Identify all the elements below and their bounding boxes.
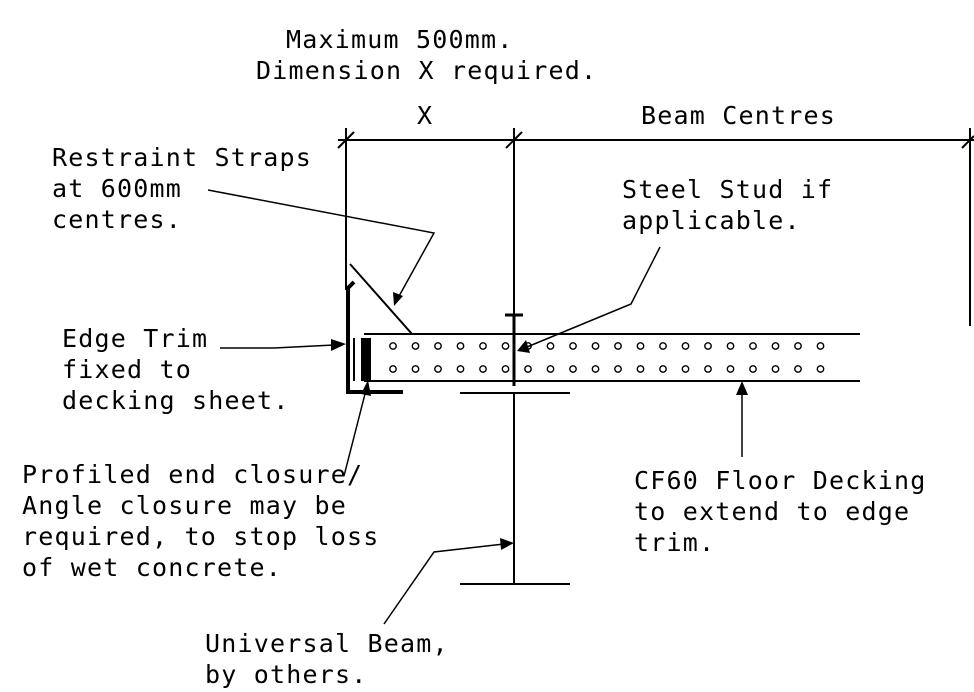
restraint-straps-line-1: Restraint Straps bbox=[52, 143, 313, 172]
dimension-note-line-1: Maximum 500mm. bbox=[286, 25, 514, 54]
deck-profile-circle bbox=[569, 342, 577, 350]
deck-profile-circle bbox=[546, 342, 555, 350]
restraint-straps-line-2: at 600mm bbox=[52, 174, 183, 203]
deck-profile-circle bbox=[681, 365, 690, 373]
deck-profile-circle bbox=[591, 342, 600, 350]
deck-profile-circle bbox=[479, 342, 487, 350]
deck-profile-circle bbox=[704, 365, 712, 373]
steel-stud-line-1: Steel Stud if bbox=[622, 175, 834, 204]
deck-profile-circle bbox=[434, 342, 442, 350]
deck-profile-circle bbox=[816, 365, 825, 373]
leader-edge-trim bbox=[220, 344, 335, 349]
floor-decking-label: CF60 Floor Decking to extend to edge tri… bbox=[634, 465, 927, 558]
steel-stud-line-2: applicable. bbox=[622, 206, 801, 235]
deck-profile-circle bbox=[434, 365, 442, 373]
arrowhead-restraint-straps bbox=[393, 292, 403, 306]
leader-restraint-straps bbox=[207, 189, 436, 299]
end-closure-line-4: of wet concrete. bbox=[22, 553, 283, 582]
deck-profile-circle bbox=[524, 365, 532, 373]
deck-profile-pattern bbox=[389, 342, 825, 373]
deck-profile-circle bbox=[749, 365, 757, 373]
dimension-note-line-2: Dimension X required. bbox=[256, 56, 598, 85]
deck-profile-circle bbox=[569, 365, 577, 373]
edge-trim-line-3: decking sheet. bbox=[62, 386, 290, 415]
deck-profile-circle bbox=[771, 365, 780, 373]
deck-profile-circle bbox=[546, 365, 555, 373]
dimension-tick-left bbox=[337, 131, 355, 149]
edge-trim-line-1: Edge Trim bbox=[62, 324, 209, 353]
dimension-tick-mid bbox=[505, 131, 523, 149]
deck-profile-circle bbox=[411, 342, 420, 350]
deck-profile-circle bbox=[411, 365, 420, 373]
end-closure-line-3: required, to stop loss bbox=[22, 522, 380, 551]
end-closure-line-1: Profiled end closure/ bbox=[22, 460, 364, 489]
restraint-straps-label: Restraint Straps at 600mm centres. bbox=[52, 142, 312, 235]
deck-profile-circle bbox=[794, 342, 802, 350]
deck-profile-circle bbox=[704, 342, 712, 350]
universal-beam-label: Universal Beam, by others. bbox=[205, 628, 449, 690]
arrowhead-floor-decking bbox=[736, 381, 748, 395]
deck-profile-circle bbox=[636, 365, 645, 373]
deck-profile-circle bbox=[591, 365, 600, 373]
deck-profile-circle bbox=[816, 342, 825, 350]
end-closure-label: Profiled end closure/ Angle closure may … bbox=[22, 459, 380, 583]
edge-trim-angle bbox=[346, 280, 403, 394]
deck-profile-circle bbox=[771, 342, 780, 350]
dimension-x-label: X bbox=[417, 101, 434, 130]
deck-profile-circle bbox=[614, 365, 622, 373]
restraint-straps-line-3: centres. bbox=[52, 205, 183, 234]
dimension-note: Maximum 500mm. Dimension X required. bbox=[256, 24, 597, 86]
deck-profile-circle bbox=[726, 342, 735, 350]
floor-decking-line-3: trim. bbox=[634, 528, 716, 557]
deck-profile-circle bbox=[614, 342, 622, 350]
arrowhead-edge-trim bbox=[331, 339, 346, 351]
deck-profile-circle bbox=[479, 365, 487, 373]
edge-trim-label: Edge Trim fixed to decking sheet. bbox=[62, 323, 290, 416]
universal-beam-line-1: Universal Beam, bbox=[205, 629, 449, 658]
leader-end-closure bbox=[343, 389, 367, 477]
beam-centres-label: Beam Centres bbox=[641, 101, 837, 130]
edge-trim-line-2: fixed to bbox=[62, 355, 193, 384]
floor-decking-line-2: to extend to edge bbox=[634, 497, 911, 526]
arrowhead-universal-beam bbox=[500, 538, 514, 550]
steel-stud-label: Steel Stud if applicable. bbox=[622, 174, 833, 236]
deck-profile-circle bbox=[389, 342, 397, 350]
deck-profile-circle bbox=[749, 342, 757, 350]
deck-profile-circle bbox=[681, 342, 690, 350]
deck-profile-circle bbox=[501, 342, 510, 350]
arrowhead-steel-stud bbox=[517, 340, 530, 353]
deck-profile-circle bbox=[389, 365, 397, 373]
deck-profile-circle bbox=[456, 342, 465, 350]
dimension-tick-right bbox=[961, 135, 974, 149]
floor-decking-line-1: CF60 Floor Decking bbox=[634, 466, 927, 495]
leader-steel-stud bbox=[526, 246, 661, 348]
end-closure-line-2: Angle closure may be bbox=[22, 491, 348, 520]
deck-profile-circle bbox=[636, 342, 645, 350]
restraint-strap bbox=[349, 263, 434, 335]
deck-profile-circle bbox=[456, 365, 465, 373]
arrowheads bbox=[331, 292, 748, 550]
deck-profile-circle bbox=[794, 365, 802, 373]
arrowhead-end-closure bbox=[361, 380, 371, 396]
deck-profile-circle bbox=[501, 365, 510, 373]
leader-universal-beam bbox=[383, 543, 505, 625]
universal-beam-line-2: by others. bbox=[205, 660, 368, 689]
deck-profile-circle bbox=[659, 342, 667, 350]
deck-profile-circle bbox=[659, 365, 667, 373]
deck-profile-circle bbox=[726, 365, 735, 373]
